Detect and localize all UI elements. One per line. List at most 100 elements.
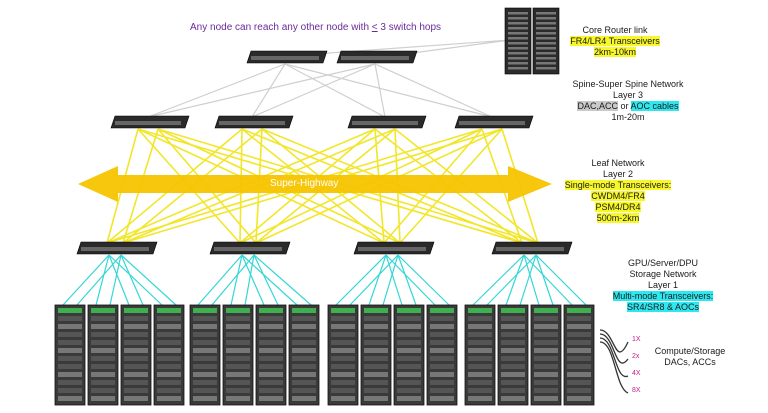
rack-unit [157,340,181,345]
rack-unit [58,332,82,337]
rack-unit [124,396,148,401]
rack-unit [567,372,591,377]
core-router-label: Core Router link FR4/LR4 Transceivers 2k… [560,25,670,58]
server-rack [563,304,595,406]
leaf-server-link [535,254,554,306]
super-spine-link [284,63,493,118]
rack-unit [259,348,283,353]
router-slot [508,52,528,55]
switch-ports [459,121,525,125]
rack-unit [157,364,181,369]
spine-switch [214,115,294,129]
leaf-server-link [523,254,540,306]
rack-unit [157,332,181,337]
rack-unit [292,396,316,401]
rack-unit [567,332,591,337]
spine-dac-acc: DAC,ACC [577,101,618,111]
rack-unit [193,316,217,321]
rack-unit [58,324,82,329]
server-rack [393,304,425,406]
rack-unit [157,348,181,353]
rack-unit [58,380,82,385]
spine-title: Spine-Super Spine Network [572,79,684,89]
leaf-server-link [108,254,163,306]
rack-unit [534,356,558,361]
leaf-server-link [472,254,525,306]
rack-unit [226,388,250,393]
multiplier-1x: 1X [632,336,641,343]
super-highway-label: Super-Highway [270,178,339,189]
rack-unit [501,316,525,321]
multiplier-cable [599,329,629,353]
rack-unit [259,388,283,393]
rack-unit [124,380,148,385]
rack-unit [91,324,115,329]
router-slot [536,17,556,20]
rack-unit [193,388,217,393]
leaf-server-link [120,254,177,306]
rack-unit [292,372,316,377]
rack-unit [501,348,525,353]
rack-unit [259,372,283,377]
storage-title: Storage Network [629,269,697,279]
switch-ports [214,247,282,251]
leaf-server-link [62,254,110,306]
rack-unit [567,316,591,321]
rack-unit [226,364,250,369]
rack-unit [364,396,388,401]
router-slot [508,27,528,30]
rack-unit [468,364,492,369]
rack-unit [292,316,316,321]
leaf-server-link [109,254,122,306]
multiplier-brackets [599,329,629,394]
rack-unit [91,380,115,385]
server-rack [327,304,359,406]
super-spine-switch [336,50,418,64]
rack-unit [226,340,250,345]
gpu-layer: Layer 1 [647,280,679,290]
core-title: Core Router link [582,25,648,35]
rack-unit [501,356,525,361]
rack-unit [430,324,454,329]
rack-unit [468,388,492,393]
rack-unit [91,364,115,369]
compute-title: Compute/Storage [654,346,726,356]
spine-switch [110,115,190,129]
router-slot [508,42,528,45]
router-slot [536,37,556,40]
rack-unit [430,348,454,353]
leaf-cwdm4: CWDM4/FR4 [591,191,645,201]
core-router-chassis [504,7,560,75]
rack-unit [58,364,82,369]
rack-unit [501,388,525,393]
rack-unit [534,324,558,329]
rack-unit [501,332,525,337]
rack-unit [157,356,181,361]
rack-unit [259,332,283,337]
rack-unit [292,356,316,361]
rack-status-strip [430,308,454,313]
leaf-server-link [241,254,298,306]
rack-unit [193,348,217,353]
rack-unit [157,316,181,321]
super-highway-arrow-shape [78,166,552,202]
super-spine-link [147,63,376,118]
server-rack [120,304,152,406]
rack-status-strip [157,308,181,313]
router-slot [508,17,528,20]
router-slot [508,37,528,40]
leaf-server-link [397,254,417,306]
rack-unit [331,324,355,329]
rack-status-strip [124,308,148,313]
super-spine-switch [246,50,328,64]
rack-unit [193,340,217,345]
spine-switch [347,115,427,129]
rack-unit [397,324,421,329]
rack-unit [91,356,115,361]
rack-unit [226,396,250,401]
rack-unit [397,396,421,401]
leaf-server-link [211,254,255,306]
rack-unit [534,364,558,369]
switch-ports [219,121,285,125]
router-slot [536,67,556,70]
